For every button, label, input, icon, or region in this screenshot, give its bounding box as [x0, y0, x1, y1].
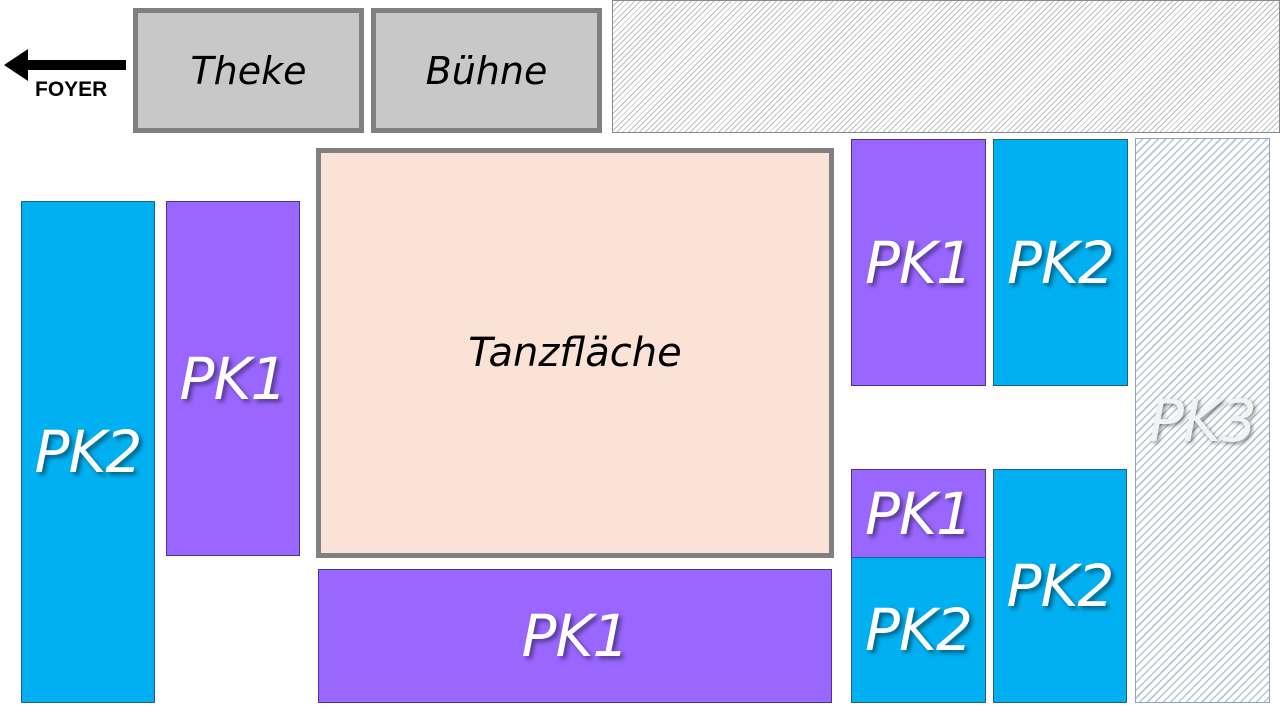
table-label: PK2	[1006, 552, 1115, 620]
dance-floor: Tanzfläche	[316, 148, 834, 558]
dance-floor-label: Tanzfläche	[468, 330, 682, 376]
table-pk1-bottom[interactable]: PK1	[318, 569, 832, 703]
foyer-arrow-icon	[4, 49, 126, 81]
stage-buehne: Bühne	[371, 8, 602, 133]
hatched-area-top	[612, 0, 1280, 133]
foyer-label: FOYER	[35, 78, 108, 101]
bar-theke: Theke	[133, 8, 364, 133]
table-pk1-left[interactable]: PK1	[166, 201, 300, 556]
table-label: PK1	[865, 479, 973, 548]
bar-label: Theke	[190, 48, 307, 93]
table-label: PK1	[865, 228, 973, 297]
table-label: PK2	[1007, 228, 1115, 297]
table-label: PK3	[1149, 386, 1257, 455]
table-pk1-right-top[interactable]: PK1	[851, 139, 986, 386]
table-label: PK1	[521, 602, 630, 670]
table-label: PK2	[865, 596, 973, 664]
table-pk2-right-bottom-small[interactable]: PK2	[851, 557, 986, 703]
table-pk3[interactable]: PK3	[1135, 138, 1270, 703]
table-label: PK2	[34, 418, 143, 486]
table-label: PK1	[179, 344, 288, 413]
table-pk2-right-bottom[interactable]: PK2	[993, 469, 1127, 703]
stage-label: Bühne	[425, 48, 548, 93]
table-pk2-right-top[interactable]: PK2	[993, 139, 1128, 386]
table-pk2-left[interactable]: PK2	[21, 201, 155, 703]
table-pk1-right-mid[interactable]: PK1	[851, 469, 986, 558]
